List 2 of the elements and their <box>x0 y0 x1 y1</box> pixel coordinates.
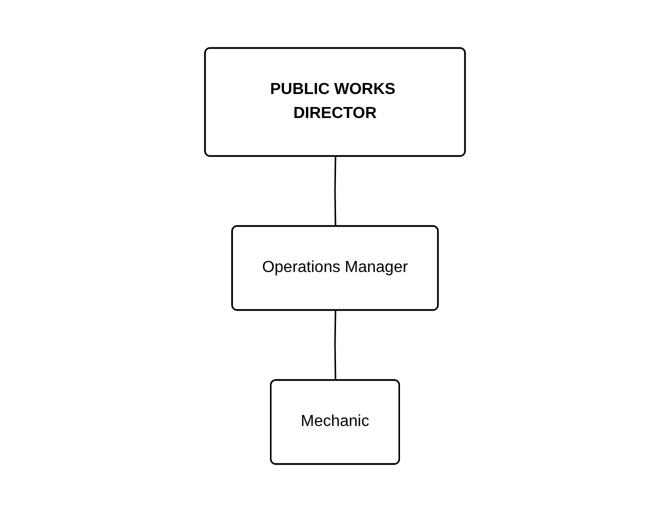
connector <box>334 156 336 227</box>
connector <box>334 310 336 381</box>
